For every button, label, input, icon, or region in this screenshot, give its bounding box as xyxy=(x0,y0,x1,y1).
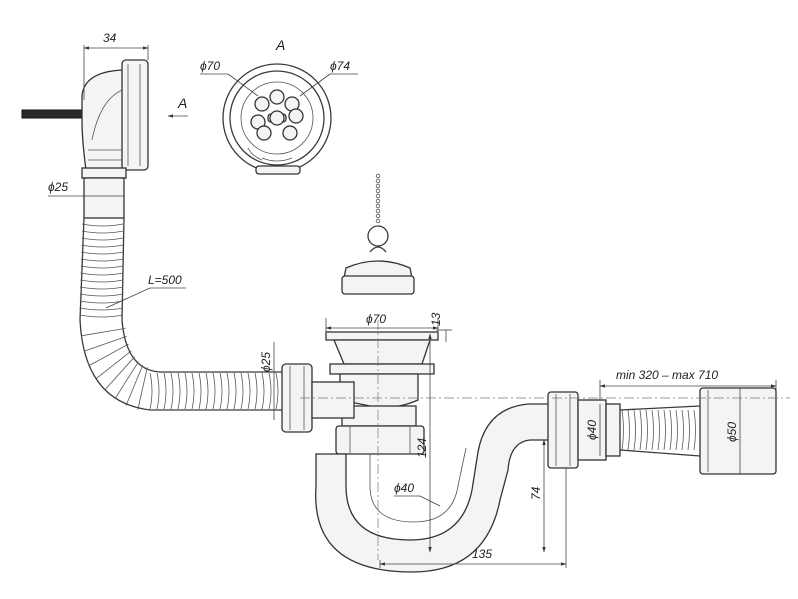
dim-135-label: 135 xyxy=(472,547,492,561)
drain-body xyxy=(333,339,431,365)
dim-outlet-range: min 320 – max 710 xyxy=(599,368,777,400)
dim-124: 124 xyxy=(415,333,432,553)
dim-d70-drain: ϕ70 xyxy=(325,312,439,334)
dim-74-label: 74 xyxy=(529,486,543,500)
d40-outlet-label: ϕ40 xyxy=(585,420,599,440)
dim-13: 13 xyxy=(429,312,452,342)
plug-with-chain xyxy=(341,173,415,295)
hose-length-label: L=500 xyxy=(148,273,182,287)
overflow-assembly xyxy=(21,59,149,219)
view-a-arrow: A xyxy=(167,95,188,118)
outlet-sleeve xyxy=(699,387,777,475)
dim-d25-joint: ϕ25 xyxy=(259,342,275,420)
dim-d40-outlet: ϕ40 xyxy=(585,404,601,456)
dim-74: 74 xyxy=(529,439,546,553)
trap-nut xyxy=(335,425,425,455)
corrugated-hose xyxy=(79,217,282,411)
dim-34-label: 34 xyxy=(103,31,117,45)
view-a-title: A xyxy=(275,37,285,53)
dim-124-label: 124 xyxy=(415,438,429,458)
s-trap xyxy=(315,403,553,573)
overflow-elbow xyxy=(81,69,127,171)
dim-135: 135 xyxy=(379,468,567,568)
drain-and-trap xyxy=(281,320,790,573)
d40-trap-label: ϕ40 xyxy=(394,481,414,495)
view-a-grate: A ϕ70 ϕ74 xyxy=(200,37,358,175)
d25-joint-label: ϕ25 xyxy=(259,352,273,372)
plug xyxy=(341,275,415,295)
d74-top-label: ϕ74 xyxy=(330,59,350,73)
hose-length-leader: L=500 xyxy=(105,273,186,309)
overflow-cap xyxy=(121,59,149,171)
d25-left-label: ϕ25 xyxy=(48,180,68,194)
d70-top-label: ϕ70 xyxy=(200,59,220,73)
view-a-arrow-label: A xyxy=(177,95,187,111)
dim-34: 34 xyxy=(83,31,149,100)
d50-outlet-label: ϕ50 xyxy=(725,422,739,442)
outlet-nut xyxy=(547,391,579,469)
overflow-rod xyxy=(21,109,87,119)
dim-13-label: 13 xyxy=(429,312,443,326)
dim-d50-outlet: ϕ50 xyxy=(725,388,741,474)
dim-d40-trap: ϕ40 xyxy=(394,481,441,507)
dim-d25-left: ϕ25 xyxy=(48,180,124,197)
grate-holes xyxy=(250,89,304,141)
d70-drain-label: ϕ70 xyxy=(366,312,386,326)
outlet-range-label: min 320 – max 710 xyxy=(616,368,718,382)
overflow-pipe xyxy=(83,177,125,219)
